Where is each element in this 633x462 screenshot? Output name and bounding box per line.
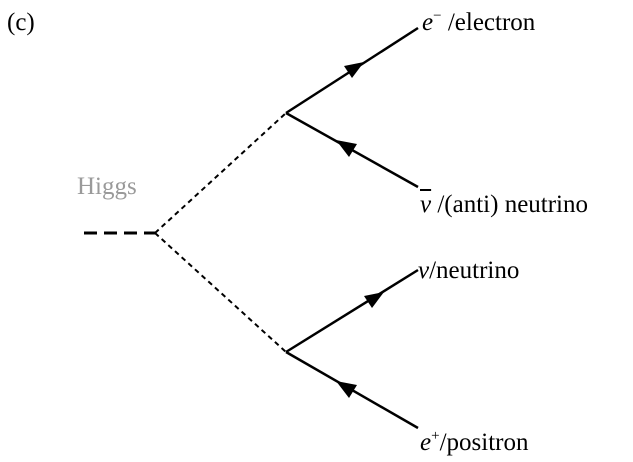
positron-arrow	[336, 381, 357, 398]
positron-name: /positron	[439, 429, 529, 456]
neutrino-label: v/neutrino	[418, 258, 519, 283]
neutrino-name: /neutrino	[429, 257, 520, 284]
electron-label: e− /electron	[422, 8, 536, 36]
antineutrino-label: v /(anti) neutrino	[420, 192, 588, 217]
electron-charge: −	[433, 8, 442, 24]
neutrino-arrow	[364, 292, 384, 308]
higgs-label: Higgs	[77, 173, 137, 200]
positron-symbol: e	[420, 429, 432, 456]
positron-label: e+/positron	[420, 428, 529, 456]
electron-symbol: e	[422, 9, 434, 36]
upper-propagator-line	[154, 112, 287, 234]
neutrino-symbol: v	[418, 257, 430, 284]
electron-arrow	[344, 62, 364, 78]
electron-name: /electron	[447, 9, 536, 36]
lower-propagator-line	[154, 232, 287, 353]
antineutrino-arrow	[336, 140, 357, 157]
antineutrino-name: /(anti) neutrino	[437, 191, 589, 218]
neutrino-line	[285, 268, 419, 354]
panel-label: (c)	[7, 9, 35, 36]
antineutrino-symbol: v	[420, 191, 432, 218]
positron-charge: +	[431, 428, 440, 444]
